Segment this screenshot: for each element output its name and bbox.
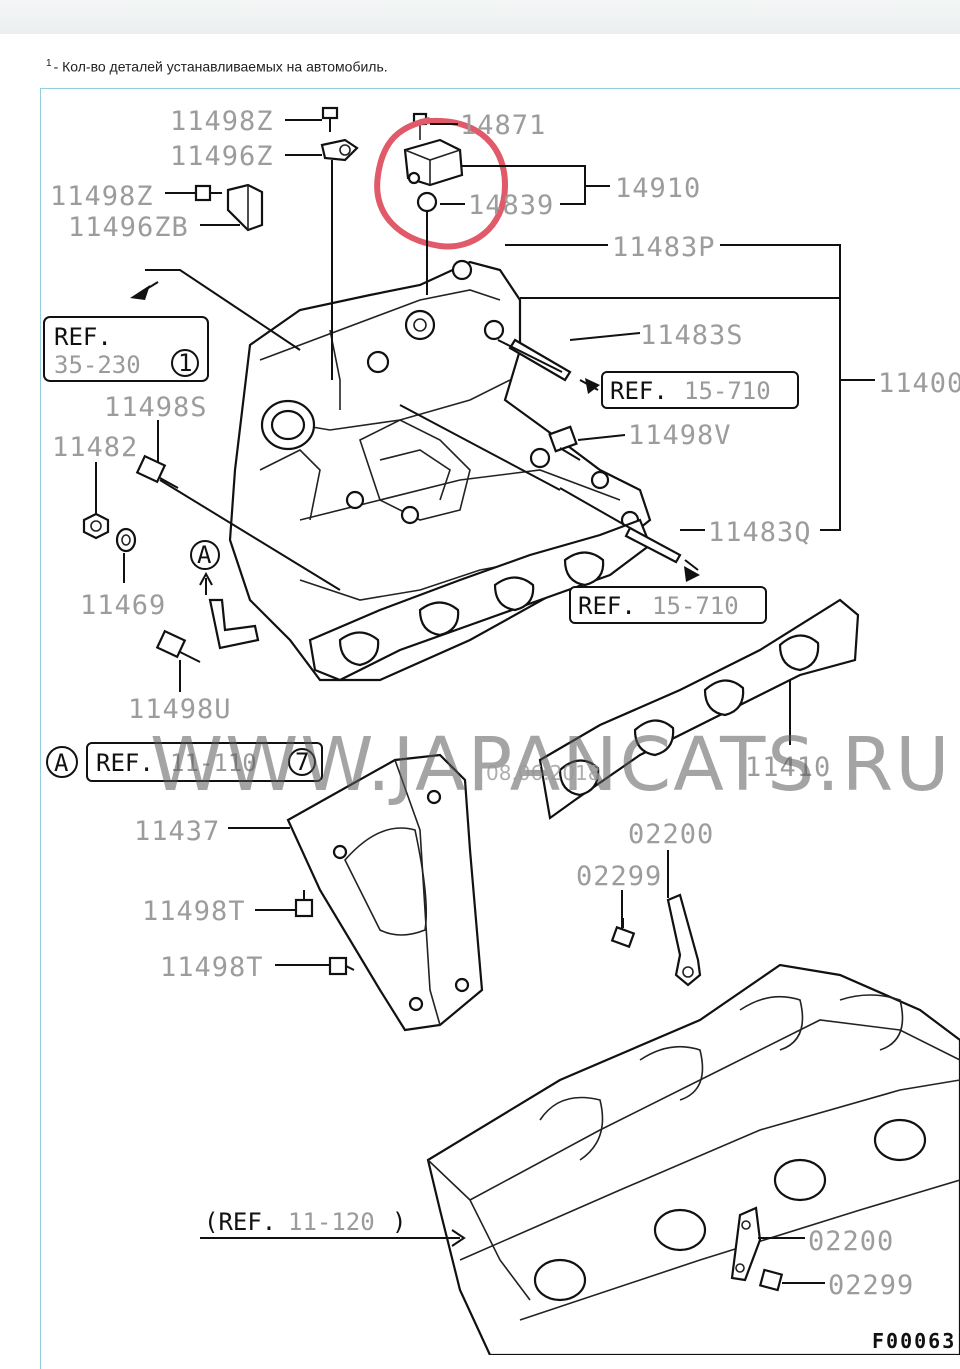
highlight-circle	[374, 117, 509, 250]
cylinder-head-drawing	[426, 963, 960, 1355]
label-11437: 11437	[134, 816, 220, 847]
ref-15-710-a-label: REF.	[610, 377, 668, 405]
label-14871: 14871	[460, 110, 546, 141]
label-02200-b: 02200	[808, 1226, 894, 1257]
footnote: 1- Кол-во деталей устанавливаемых на авт…	[46, 58, 388, 75]
label-11498u: 11498U	[128, 694, 232, 725]
label-11469: 11469	[80, 590, 166, 621]
ref-15-710-b[interactable]: REF. 15-710	[569, 586, 767, 624]
label-11498t-a: 11498T	[142, 896, 246, 927]
marker-a-label: A	[197, 541, 212, 569]
part-labels: 11498Z 11496Z 11498Z 11496ZB 14871 14910…	[50, 106, 960, 1301]
ref-15-710-a-number: 15-710	[684, 377, 771, 405]
ref-11-120-open: (REF.	[204, 1208, 276, 1236]
label-14910: 14910	[615, 173, 701, 204]
arrow-ref-15-710-b	[684, 566, 700, 582]
bracket-02200-a-drawing	[666, 893, 702, 987]
ref-35-230-label: REF.	[54, 323, 112, 351]
label-11483q: 11483Q	[708, 517, 812, 548]
marker-a: A	[190, 540, 220, 570]
bolt-11498u-drawing	[155, 629, 201, 663]
label-11483s: 11483S	[640, 320, 744, 351]
watermark: WWW.JAPANCATS.RU	[150, 722, 951, 808]
label-11483p: 11483P	[612, 232, 716, 263]
ref-11-110-number: 11-110	[170, 749, 257, 777]
diagram-code: F00063	[872, 1329, 956, 1353]
gasket-11410-drawing	[538, 598, 860, 820]
label-11498z-b: 11498Z	[50, 181, 154, 212]
ref-35-230-badge: 1	[178, 349, 192, 377]
bracket-11437-drawing	[286, 753, 484, 1032]
bolt-11498v-drawing	[548, 425, 581, 461]
bracket-11496z-drawing	[320, 138, 359, 380]
label-02299-a: 02299	[576, 861, 662, 892]
label-02299-b: 02299	[828, 1270, 914, 1301]
ref-11-110[interactable]: A REF. 11-110 7	[46, 742, 323, 782]
bolt-11498t-b-drawing	[328, 956, 355, 976]
bracket-02200-b-drawing	[730, 1206, 762, 1282]
label-11400: 11400	[878, 368, 960, 399]
bolt-11498t-a-drawing	[294, 890, 314, 918]
washer-11469-drawing	[115, 527, 137, 553]
ref-35-230[interactable]: REF. 35-230 1	[43, 316, 209, 382]
ref-11-120-number: 11-120	[288, 1208, 375, 1236]
label-11498v: 11498V	[628, 420, 732, 451]
bolt-11498s-drawing	[135, 454, 179, 489]
ref-35-230-number: 35-230	[54, 351, 141, 379]
hose-fitting-drawing	[199, 571, 260, 650]
label-11410: 11410	[745, 752, 831, 783]
arrow-ref-15-710-a	[585, 378, 600, 394]
label-14839: 14839	[468, 190, 554, 221]
sensor-14910-drawing	[403, 112, 464, 213]
ref-15-710-a[interactable]: REF. 15-710	[601, 371, 799, 409]
nut-11482-drawing	[82, 512, 110, 540]
label-11496z: 11496Z	[170, 141, 274, 172]
manifold-flange-drawing	[308, 518, 652, 682]
label-11498s: 11498S	[104, 392, 208, 423]
ref-15-710-b-label: REF.	[578, 592, 636, 620]
label-02200-a: 02200	[628, 819, 714, 850]
arrow-ref-left	[130, 281, 159, 300]
label-11498z-a: 11498Z	[170, 106, 274, 137]
ref-11-120[interactable]: (REF. 11-120 )	[204, 1208, 406, 1236]
bracket-11496zb-drawing	[226, 183, 264, 232]
label-11498t-b: 11498T	[160, 952, 264, 983]
bolt-11498z-drawing	[321, 106, 339, 132]
label-11496zb: 11496ZB	[68, 212, 189, 243]
ref-11-110-badge: 7	[295, 748, 309, 776]
ref-11-110-marker: A	[54, 749, 69, 777]
bolt-11498z-b-drawing	[194, 184, 222, 202]
ref-11-120-close: )	[392, 1208, 406, 1236]
footnote-number: 1	[46, 58, 52, 69]
top-bar	[0, 0, 960, 34]
bolt-02299-b-drawing	[758, 1268, 784, 1292]
ref-15-710-b-number: 15-710	[652, 592, 739, 620]
diagram-frame	[40, 88, 960, 1369]
footnote-text: - Кол-во деталей устанавливаемых на авто…	[53, 58, 388, 75]
leader-lines	[95, 119, 875, 1284]
label-11482: 11482	[52, 432, 138, 463]
watermark-date: 08.06.2018	[486, 761, 601, 785]
stud-11483q-drawing	[624, 526, 682, 564]
ref-11-110-label: REF.	[96, 749, 154, 777]
